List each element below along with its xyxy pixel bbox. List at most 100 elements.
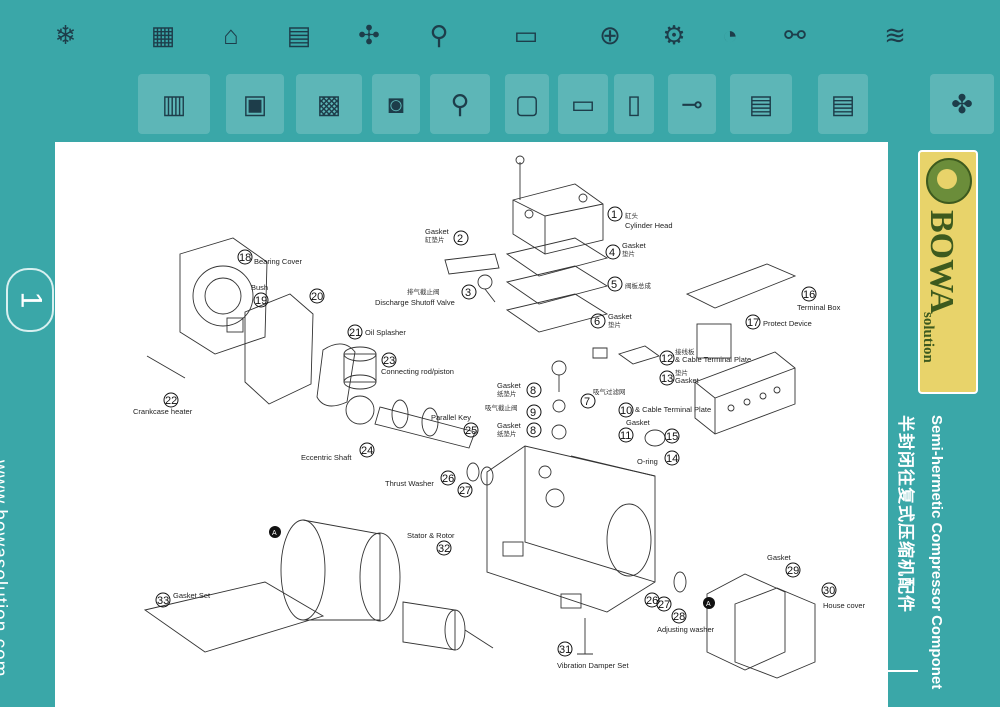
bowa-logo: BOWA solution (918, 150, 978, 394)
piston-part (343, 346, 377, 425)
crankcase-heater-part (146, 355, 186, 379)
svg-text:O-ring: O-ring (637, 457, 658, 466)
unit-photo: ▣ (226, 74, 284, 134)
controller-icon: ▢ (514, 89, 540, 119)
bush-part (226, 317, 244, 333)
svg-text:8: 8 (530, 385, 536, 397)
hinge-photo: ⚲ (430, 74, 490, 134)
svg-text:A: A (706, 601, 711, 608)
svg-text:吸气过滤网: 吸气过滤网 (593, 387, 626, 396)
svg-text:15: 15 (666, 431, 678, 443)
adjusting-washer-part (673, 571, 687, 593)
svg-text:Adjusting washer: Adjusting washer (657, 625, 715, 634)
svg-text:Protect Device: Protect Device (763, 319, 812, 328)
svg-text:& Cable Terminal Plate: & Cable Terminal Plate (635, 405, 711, 414)
product-banner: ❄▦⌂▤✣⚲▭⊕⚙◔⚯≋ ▥▣▩◙⚲▢▭▯⊸▤▤✤ (0, 0, 1000, 142)
svg-text:Thrust Washer: Thrust Washer (385, 479, 434, 488)
brass-fitting-photo: ⊸ (668, 74, 716, 134)
controller-photo: ▢ (505, 74, 549, 134)
pressure-switch-icon: ▤ (748, 89, 774, 119)
svg-text:4: 4 (609, 247, 615, 259)
gasket-4-part (505, 237, 609, 277)
svg-text:22: 22 (165, 395, 177, 407)
svg-text:18: 18 (239, 252, 251, 264)
gasket-set-part (143, 581, 325, 653)
fan-thumb: ✣ (340, 6, 398, 64)
unit-icon: ▣ (242, 89, 268, 119)
rotor-part (402, 601, 494, 651)
svg-text:Cylinder Head: Cylinder Head (625, 221, 673, 230)
thermostat-photo: ▭ (558, 74, 608, 134)
expansion-valve-photo: ✤ (930, 74, 994, 134)
tank-drawing-thumb: ▭ (480, 6, 572, 64)
svg-text:& Cable Terminal Plate: & Cable Terminal Plate (675, 355, 751, 364)
callout-27: 27 (457, 482, 473, 498)
website-url[interactable]: www.bowasolution.com (0, 460, 10, 678)
hinge-drawing-thumb: ⚲ (405, 6, 473, 64)
svg-text:Oil Splasher: Oil Splasher (365, 328, 406, 337)
svg-text:16: 16 (803, 289, 815, 301)
thermostat-icon: ▭ (570, 89, 596, 119)
display-icon: ▯ (626, 89, 642, 119)
svg-text:26: 26 (442, 473, 454, 485)
svg-text:7: 7 (584, 396, 590, 408)
svg-text:8: 8 (530, 425, 536, 437)
svg-text:3: 3 (465, 287, 471, 299)
receiver-tank-icon: ▭ (513, 20, 539, 50)
svg-text:Parallel Key: Parallel Key (431, 413, 471, 422)
hinge-icon: ⚲ (450, 89, 470, 119)
crankcase-body-part (486, 445, 656, 613)
condensing-unit-wire-thumb: ▦ (132, 6, 194, 64)
cylinder-head-part (512, 155, 604, 255)
svg-text:Gasket: Gasket (608, 312, 633, 321)
fittings-icon: ⚙ (662, 20, 686, 50)
svg-text:Terminal Box: Terminal Box (797, 303, 841, 312)
svg-text:24: 24 (361, 445, 373, 457)
pressure-switch-photo: ▤ (730, 74, 792, 134)
callout-15: 15 (664, 428, 680, 444)
brass-fitting-icon: ⊸ (681, 89, 703, 119)
svg-text:Connecting rod/piston: Connecting rod/piston (381, 367, 454, 376)
svg-text:Gasket: Gasket (626, 418, 651, 427)
bearing-gasket-part (244, 293, 314, 405)
oil-splasher-part (316, 343, 356, 407)
svg-text:12: 12 (661, 353, 673, 365)
svg-text:排气截止阀: 排气截止阀 (407, 287, 440, 296)
house-gasket-part (706, 573, 786, 671)
svg-text:Eccentric Shaft: Eccentric Shaft (301, 453, 352, 462)
stator-part (280, 519, 401, 622)
title-chinese: 半封闭往复式压缩机配件 (896, 415, 915, 613)
svg-text:垫片: 垫片 (622, 249, 635, 258)
terminal-plate-part (617, 345, 661, 365)
svg-text:Bearing Cover: Bearing Cover (254, 257, 302, 266)
expansion-valve-icon: ⚯ (784, 20, 806, 50)
valve-plate-part (505, 265, 609, 305)
pressure-switch-icon: ◔ (722, 20, 738, 50)
svg-text:6: 6 (594, 316, 600, 328)
svg-text:32: 32 (438, 543, 450, 555)
house-cover-part (734, 587, 816, 679)
callout-14: 14O-ring (637, 450, 680, 466)
title-english: Semi-hermetic Compressor Componet (928, 415, 945, 690)
svg-text:10: 10 (620, 405, 632, 417)
svg-text:Gasket: Gasket (767, 553, 792, 562)
logo-brand-subtext: solution (920, 312, 936, 363)
page-number: 1 (14, 291, 47, 309)
svg-text:缸头: 缸头 (625, 211, 639, 220)
svg-text:13: 13 (661, 373, 673, 385)
svg-text:28: 28 (673, 611, 685, 623)
protect-device-part (696, 323, 732, 359)
